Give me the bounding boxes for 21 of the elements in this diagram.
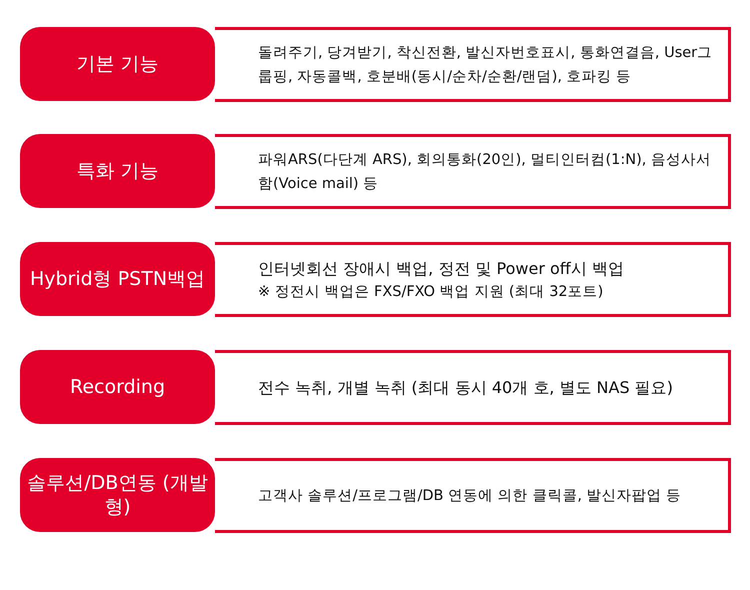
description-text: 고객사 솔루션/프로그램/DB 연동에 의한 클릭콜, 발신자팝업 등 [258,486,682,506]
category-label [20,134,215,208]
description-text: 인터넷회선 장애시 백업, 정전 및 Power off시 백업 [258,258,625,280]
description-text: 전수 녹취, 개별 녹취 (최대 동시 40개 호, 별도 NAS 필요) [258,376,674,398]
note-text: ※ 정전시 백업은 FXS/FXO 백업 지원 (최대 32포트) [258,282,604,302]
category-title: Hybrid형 PSTN백업 [30,267,206,291]
description-text: 파워ARS(다단계 ARS), 회의통화(20인), 멀티인터컴(1:N), 음성사서함(Voice mail) 등 [258,150,712,194]
description-box [215,350,731,425]
category-label [20,350,215,424]
description-text: 돌려주기, 당겨받기, 착신전환, 발신자번호표시, 통화연결음, User그룹핑, 자동콜백, 호분배(동시/순차/순환/랜덤), 호파킹 등 [258,44,714,86]
description-box [215,27,731,102]
category-title: 특화 기능 [76,159,159,183]
category-label [20,27,215,101]
description-box [215,242,731,317]
category-title: 솔루션/DB연동 (개발형) [26,471,209,519]
category-label [20,458,215,532]
category-label [20,242,215,316]
category-title: 기본 기능 [76,52,159,76]
description-box [215,134,731,209]
category-title: Recording [70,375,166,399]
description-box [215,458,731,533]
